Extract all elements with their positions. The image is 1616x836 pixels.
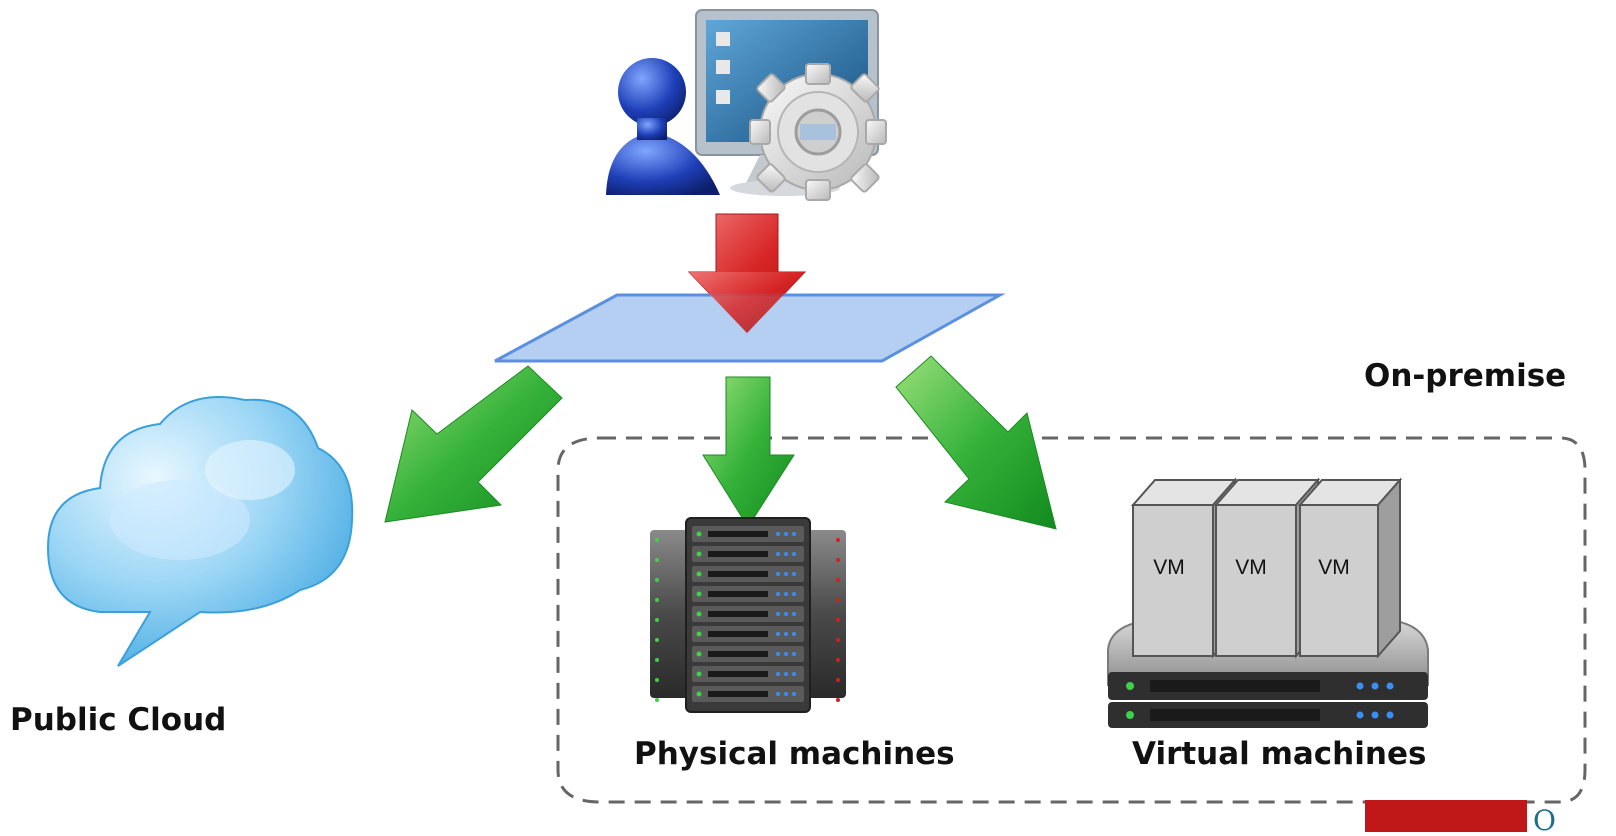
rack-slot [708,571,768,577]
rack-indicator [784,632,788,636]
rack-indicator [792,652,796,656]
rack-indicator [776,592,780,596]
rack-side-led [655,698,659,702]
rack-side-led [836,578,840,582]
admin-workstation-icon [606,9,887,201]
rack-led [696,591,702,597]
rack-side-led [836,658,840,662]
rack-slot [708,691,768,697]
vm-label: VM [1318,556,1350,579]
rack-side-led [655,678,659,682]
rack-side-led [836,618,840,622]
corner-mark: O [1533,804,1556,832]
rack-slot [708,611,768,617]
rack-side-led [655,598,659,602]
rack-led [696,531,702,537]
green-arrow-to-physical [702,376,795,528]
rack-side-led [836,638,840,642]
corner-badge [1365,800,1527,832]
rack-indicator [792,532,796,536]
rack-indicator [792,632,796,636]
admin-user-icon [606,58,720,195]
rack-indicator [784,552,788,556]
rack-led [696,651,702,657]
rack-led [696,571,702,577]
rack-indicator [792,692,796,696]
rack-indicator [792,612,796,616]
rack-slot [708,591,768,597]
rack-led [696,671,702,677]
rack-side-led [655,538,659,542]
rack-indicator [784,612,788,616]
physical-machines-label: Physical machines [634,736,955,772]
vm-label: VM [1153,556,1185,579]
rack-indicator [784,692,788,696]
rack-side-led [655,638,659,642]
vm-label: VM [1235,556,1267,579]
rack-indicator [784,532,788,536]
rack-slot [708,651,768,657]
green-arrow-to-virtual [895,355,1057,530]
rack-slot [708,631,768,637]
rack-indicator [776,552,780,556]
rack-indicator [784,652,788,656]
rack-slot [708,551,768,557]
rack-indicator [776,672,780,676]
rack-indicator [776,632,780,636]
rack-indicator [776,612,780,616]
rack-side-led [836,698,840,702]
rack-indicator [784,572,788,576]
rack-indicator [784,592,788,596]
rack-indicator [792,592,796,596]
on-premise-label: On-premise [1364,358,1567,394]
gear-icon [749,63,887,201]
rack-led [696,631,702,637]
rack-indicator [776,532,780,536]
rack-led [696,691,702,697]
server-rack-icon [650,517,846,713]
rack-indicator [776,572,780,576]
rack-indicator [784,672,788,676]
hypervisor-host-icon: VM VM VM [1107,477,1429,728]
rack-side-led [836,538,840,542]
green-arrow-to-cloud [384,365,563,523]
public-cloud-label: Public Cloud [10,702,227,738]
rack-side-led [655,658,659,662]
rack-side-led [655,618,659,622]
rack-indicator [792,672,796,676]
rack-side-led [655,578,659,582]
virtual-machines-label: Virtual machines [1132,736,1427,772]
on-premise-boundary [556,436,1587,804]
rack-indicator [792,552,796,556]
rack-led [696,551,702,557]
rack-indicator [776,652,780,656]
rack-side-led [655,558,659,562]
cloud-icon [46,396,354,667]
rack-slot [708,671,768,677]
rack-side-led [836,598,840,602]
rack-indicator [776,692,780,696]
rack-slot [708,531,768,537]
rack-side-led [836,678,840,682]
rack-side-led [836,558,840,562]
rack-led [696,611,702,617]
vm-block: VM [1297,477,1403,659]
rack-indicator [792,572,796,576]
